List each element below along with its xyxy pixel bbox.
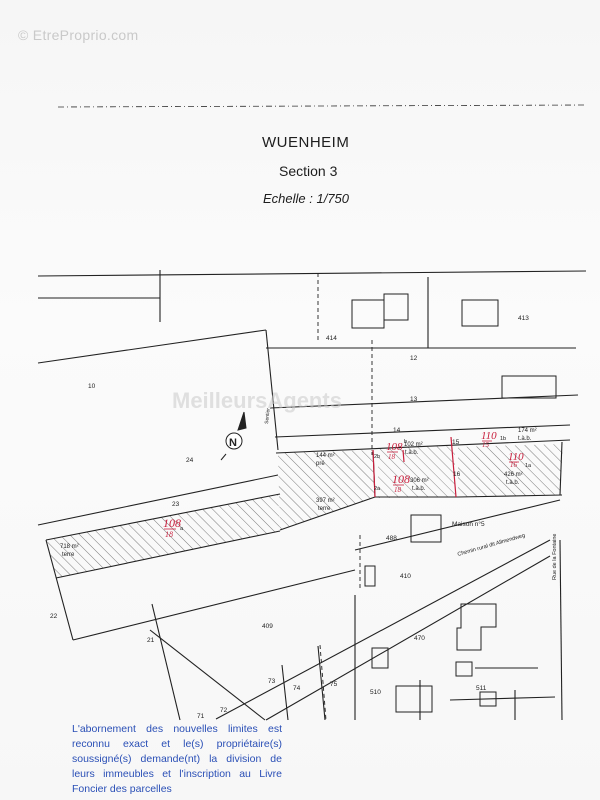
svg-text:N: N (229, 437, 237, 449)
hatched-parcel-b (458, 444, 563, 497)
parcel-409: 409 (262, 623, 273, 630)
parcel-75: 75 (330, 681, 338, 688)
red-15: 15 (482, 441, 490, 449)
parcel-470: 470 (414, 635, 425, 642)
red-18-b: 18 (388, 453, 396, 461)
parcel-23: 23 (172, 501, 180, 508)
proposed-boundaries (372, 436, 457, 498)
red-underlines (164, 440, 519, 530)
frame-line (57, 104, 587, 108)
parcel-12: 12 (410, 355, 418, 362)
parcel-boundaries (37, 270, 587, 721)
red-18-c: 18 (394, 486, 402, 494)
parcel-13: 13 (410, 396, 418, 403)
parcel-413: 413 (518, 315, 529, 322)
red-108-c: 108 (392, 472, 410, 486)
road-label: Chemin rural dit Allmendweg (457, 533, 526, 558)
use-397: terre (318, 506, 331, 512)
scale-label: Echelle : 1/750 (263, 191, 350, 206)
red-18-a: 18 (165, 530, 173, 539)
code-2a: 2a (374, 486, 381, 492)
use-306: t.à.b. (412, 486, 426, 492)
area-718: 718 m² (60, 544, 79, 550)
parcel-74: 74 (293, 685, 301, 692)
parcel-410: 410 (400, 573, 411, 580)
legal-note: L'abornement des nouvelles limites est r… (72, 723, 282, 795)
parcel-22: 22 (50, 613, 58, 620)
use-426: t.à.b. (506, 480, 520, 486)
overlay-watermark: MeilleursAgents (172, 388, 342, 413)
code-1a: 1a (525, 463, 532, 469)
code-b: b (404, 439, 407, 445)
area-397: 397 m² (316, 498, 335, 504)
parcel-16: 16 (453, 471, 461, 478)
red-110-a: 110 (481, 430, 497, 442)
code-1b: 1b (500, 436, 506, 442)
area-102: 102 m² (404, 442, 423, 448)
parcel-10: 10 (88, 383, 96, 390)
hatched-parcel-a (278, 450, 375, 530)
section-title: Section 3 (279, 163, 338, 179)
buildings (351, 293, 557, 713)
parcel-21: 21 (147, 637, 155, 644)
red-108-a: 108 (163, 516, 181, 530)
use-718: terre (62, 552, 75, 558)
area-306: 306 m² (410, 478, 429, 484)
parcel-14: 14 (393, 427, 401, 434)
use-144: pré (316, 461, 325, 467)
house-label: Maison n°5 (452, 520, 485, 528)
path-label: Sentier (264, 407, 272, 424)
hatched-parcel-d (47, 494, 280, 578)
parcel-511: 511 (476, 685, 487, 692)
parcel-510: 510 (370, 689, 381, 696)
area-174: 174 m² (518, 428, 537, 434)
parcel-15: 15 (452, 439, 460, 446)
area-144: 144 m² (316, 453, 335, 459)
use-102: t.à.b. (405, 450, 419, 456)
street-label: Rue de la Fontaine (552, 534, 558, 580)
area-426: 426 m² (504, 472, 523, 478)
parcel-73: 73 (268, 678, 276, 685)
red-108-b: 108 (386, 441, 403, 453)
parcel-71: 71 (197, 713, 205, 720)
code-2b: 2b (374, 454, 380, 460)
parcel-72: 72 (220, 707, 228, 714)
parcel-24: 24 (186, 457, 194, 464)
code-a: a (180, 526, 184, 532)
parcel-488: 488 (386, 535, 397, 542)
red-16: 16 (510, 461, 518, 469)
dashed-boundaries (317, 273, 373, 721)
north-arrow-icon: N (220, 411, 247, 461)
commune-title: WUENHEIM (262, 134, 350, 151)
parcel-414: 414 (326, 335, 337, 342)
red-110-b: 110 (508, 451, 524, 463)
use-174: t.à.b. (518, 436, 532, 442)
site-watermark: © EtreProprio.com (18, 27, 139, 43)
